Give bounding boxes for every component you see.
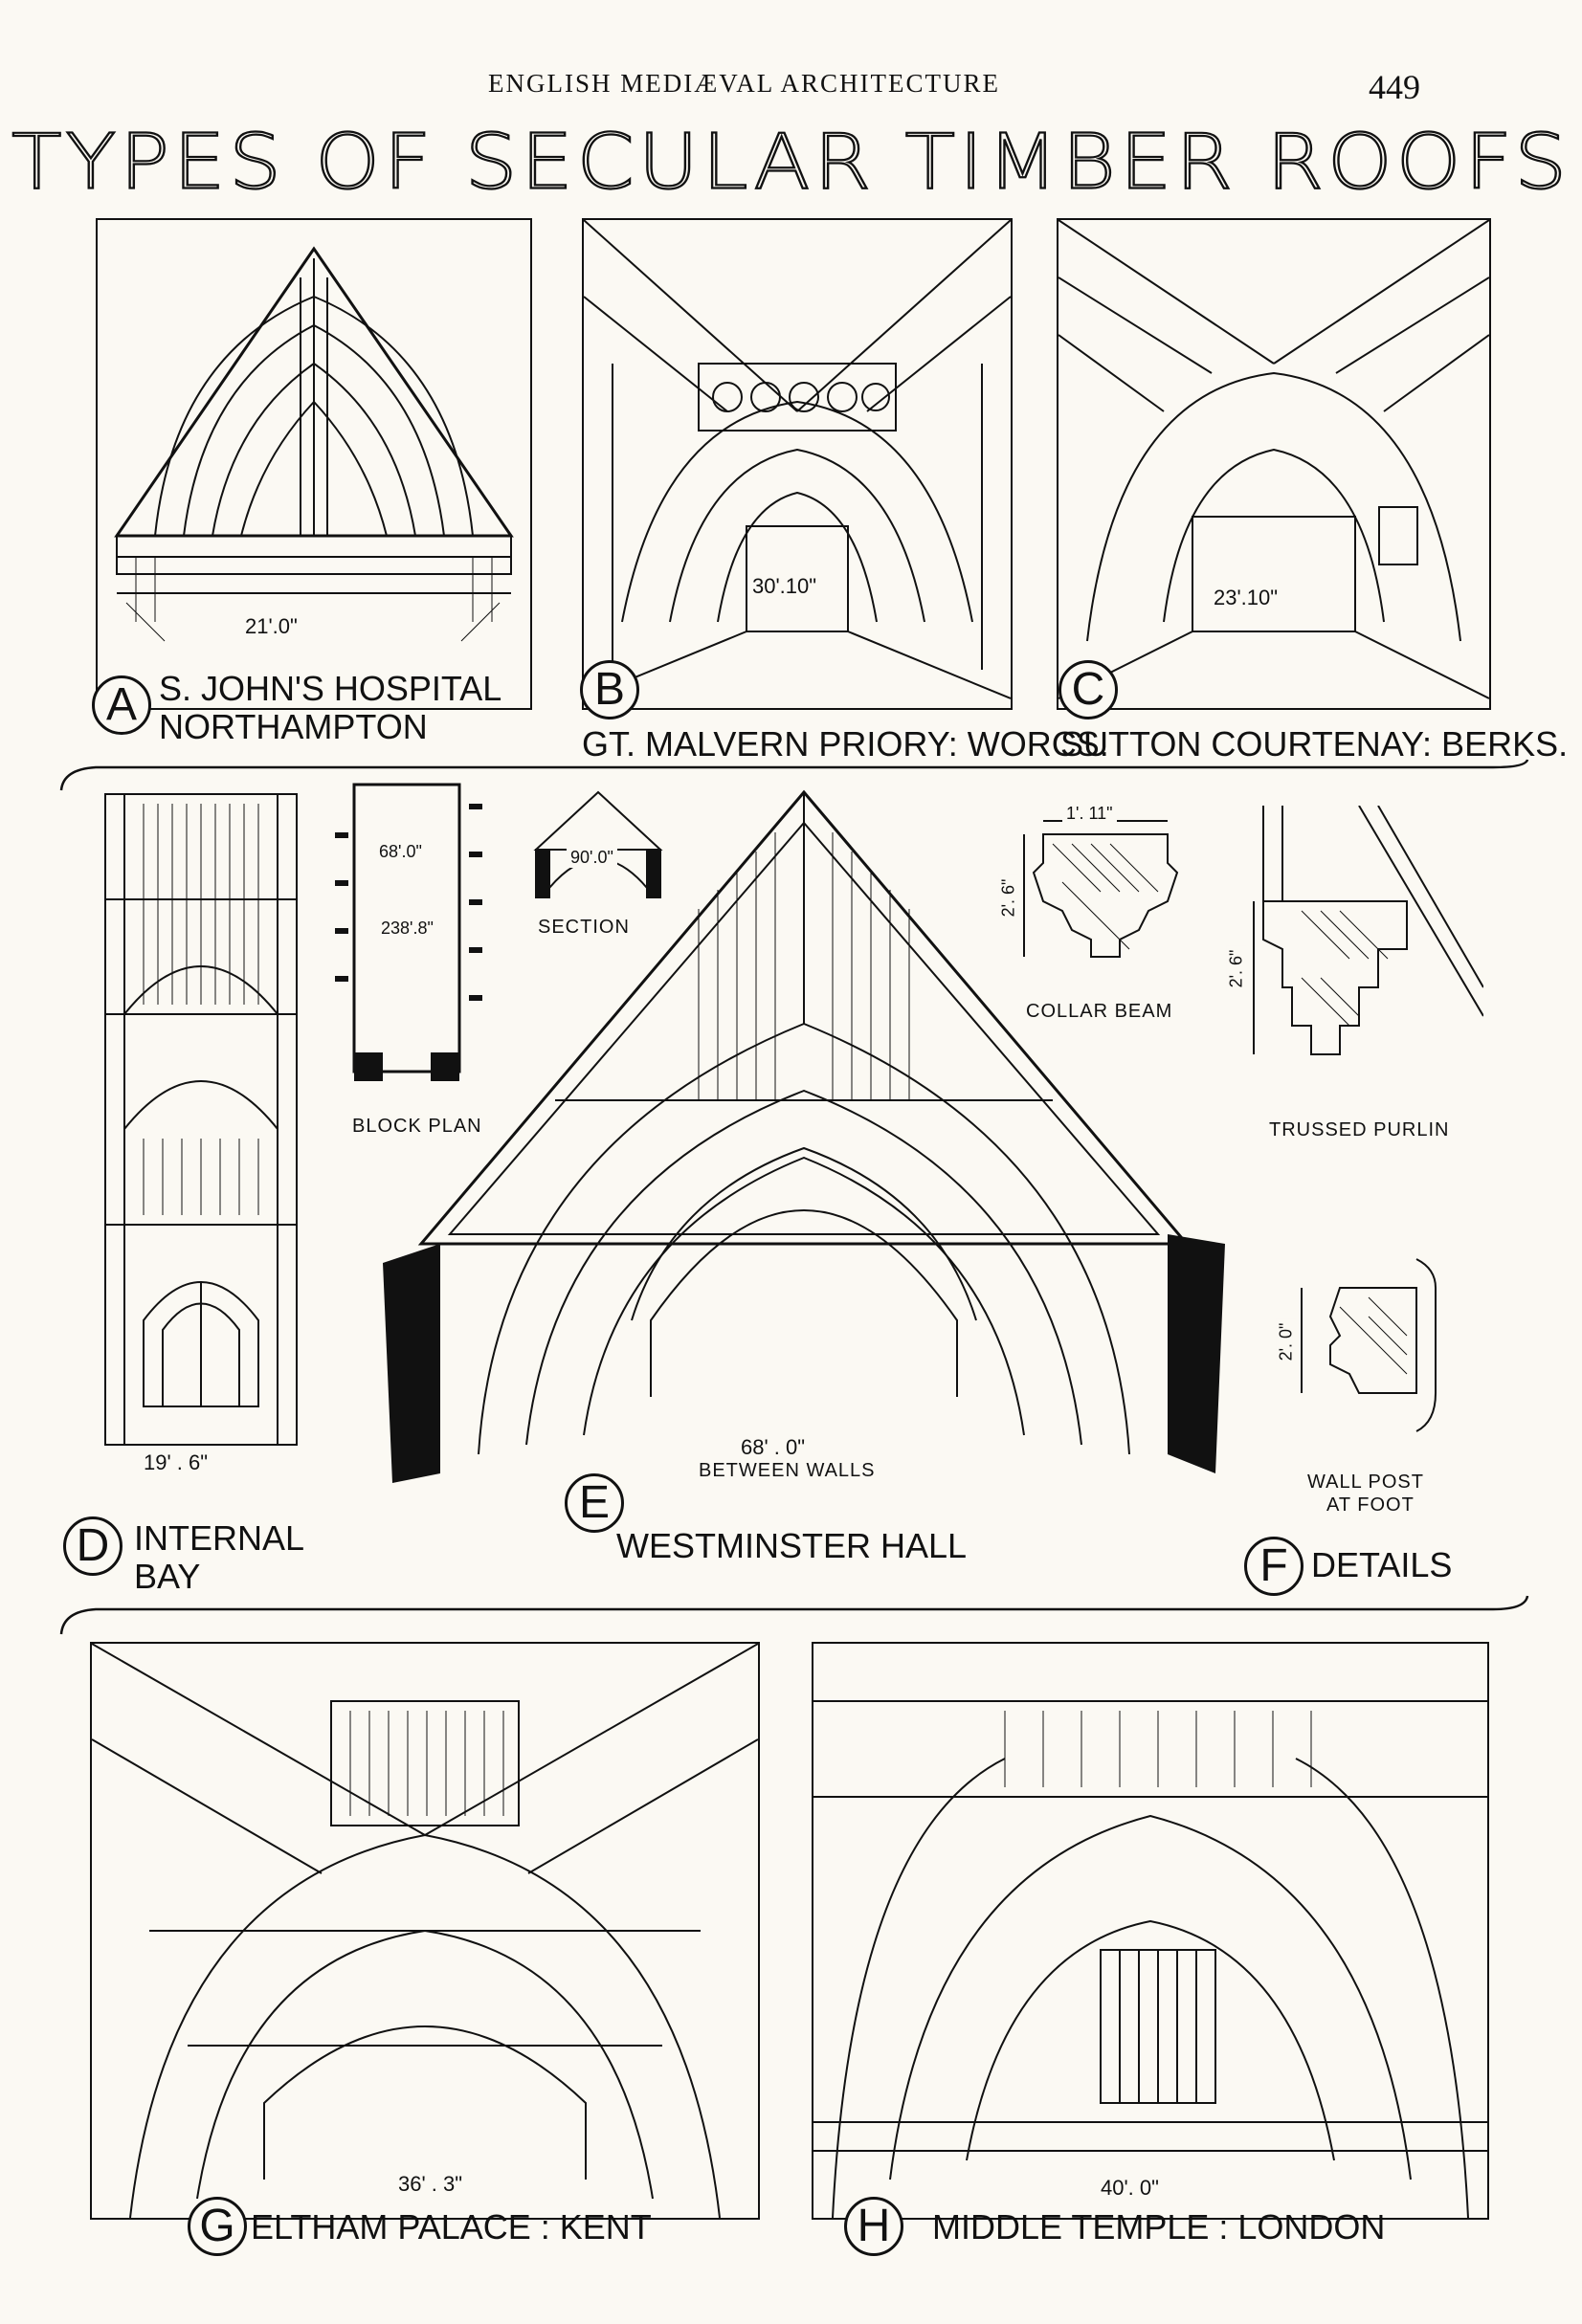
panel-c-letter-wrap: C	[1058, 660, 1118, 719]
block-plan-length: 238'.8"	[377, 919, 437, 939]
panel-b-caption: GT. MALVERN PRIORY: WORCS.	[582, 724, 1109, 764]
panel-h-letter: H	[844, 2197, 903, 2256]
row-divider-top	[59, 759, 1529, 791]
panel-d-letter-wrap: D	[63, 1516, 123, 1576]
eltham-palace-roof-drawing	[92, 1644, 758, 2218]
running-title: ENGLISH MEDIÆVAL ARCHITECTURE	[488, 69, 1000, 98]
panel-g-letter: G	[188, 2197, 247, 2256]
section-height: 90'.0"	[567, 848, 617, 868]
panel-f-letter-wrap: F	[1244, 1537, 1303, 1596]
panel-d-dimension: 19' . 6"	[140, 1450, 212, 1475]
trussed-purlin-label: TRUSSED PURLIN	[1269, 1119, 1450, 1140]
malvern-priory-roof-drawing	[584, 220, 1011, 699]
panel-e-dimension-note: BETWEEN WALLS	[699, 1460, 876, 1481]
panel-f-letter: F	[1244, 1537, 1303, 1596]
collar-beam-height: 2'. 6"	[998, 874, 1019, 921]
panel-e-letter-wrap: E	[565, 1473, 624, 1533]
wall-post-svg	[1301, 1258, 1437, 1432]
block-plan-width: 68'.0"	[375, 842, 426, 862]
middle-temple-roof-drawing	[813, 1700, 1487, 2218]
panel-h-drawing: 40'. 0"	[812, 1642, 1489, 2220]
block-plan-label: BLOCK PLAN	[352, 1116, 482, 1137]
collar-beam-svg	[1023, 820, 1179, 958]
panel-c-letter: C	[1058, 660, 1118, 719]
panel-e-letter: E	[565, 1473, 624, 1533]
panel-h-caption: MIDDLE TEMPLE : LONDON	[932, 2207, 1386, 2247]
panel-b-dimension: 30'.10"	[748, 574, 821, 599]
trussed-purlin-svg	[1253, 805, 1484, 1055]
panel-h-letter-wrap: H	[844, 2197, 903, 2256]
panel-h-dimension: 40'. 0"	[1097, 2176, 1163, 2201]
page-number: 449	[1369, 68, 1420, 106]
st-johns-roof-drawing	[114, 246, 514, 642]
panel-c-dimension: 23'.10"	[1210, 586, 1282, 610]
panel-g-letter-wrap: G	[188, 2197, 247, 2256]
trussed-purlin-drawing: 2'. 6"	[1226, 805, 1484, 1093]
panel-g-drawing: 36' . 3"	[90, 1642, 760, 2220]
panel-d-line1: INTERNAL	[134, 1518, 305, 1558]
wall-post-label-line1: WALL POST	[1307, 1472, 1424, 1493]
block-plan-drawing: 68'.0" 238'.8"	[325, 775, 498, 1091]
panel-a-title-line1: S. JOHN'S HOSPITAL	[159, 669, 502, 708]
section-label: SECTION	[538, 917, 630, 938]
internal-bay-drawing	[104, 793, 298, 1446]
panel-b-letter-wrap: B	[580, 660, 639, 719]
plate-title: TYPES OF SECULAR TIMBER ROOFS	[11, 118, 1571, 208]
panel-a-title-line2: NORTHAMPTON	[159, 707, 428, 746]
wall-post-label-line2: AT FOOT	[1326, 1494, 1415, 1516]
panel-b-drawing: 30'.10"	[582, 218, 1013, 710]
panel-e-caption: WESTMINSTER HALL	[616, 1526, 968, 1565]
panel-g-dimension: 36' . 3"	[394, 2172, 467, 2197]
panel-e-drawing: 68' . 0" BETWEEN WALLS	[383, 785, 1225, 1512]
panel-a-letter: A	[92, 675, 151, 735]
section-drawing: 90'.0"	[517, 783, 680, 907]
sutton-courtenay-roof-drawing	[1058, 220, 1489, 699]
collar-beam-drawing: 1'. 11" 2'. 6"	[998, 796, 1206, 987]
section-svg	[533, 790, 663, 898]
panel-a-caption: A	[92, 675, 151, 735]
westminster-hall-roof-drawing	[383, 789, 1225, 1483]
block-plan-svg	[335, 783, 482, 1081]
row-divider-bottom	[59, 1595, 1529, 1635]
panel-d-drawing: 19' . 6"	[86, 785, 316, 1475]
wall-post-drawing: 2'. 0"	[1273, 1250, 1464, 1441]
wall-post-height: 2'. 0"	[1276, 1318, 1297, 1365]
collar-beam-width: 1'. 11"	[1062, 804, 1117, 824]
panel-a-drawing: 21'.0"	[96, 218, 532, 710]
panel-c-caption: SUTTON COURTENAY: BERKS.	[1060, 724, 1569, 764]
panel-c-drawing: 23'.10"	[1057, 218, 1491, 710]
panel-a-dimension: 21'.0"	[241, 614, 301, 639]
panel-b-letter: B	[580, 660, 639, 719]
panel-e-dimension: 68' . 0"	[737, 1435, 810, 1460]
trussed-purlin-height: 2'. 6"	[1226, 945, 1247, 992]
panel-d-letter: D	[63, 1516, 123, 1576]
collar-beam-label: COLLAR BEAM	[1026, 1001, 1173, 1022]
panel-f-caption: DETAILS	[1311, 1545, 1453, 1584]
panel-d-line2: BAY	[134, 1557, 201, 1596]
panel-g-caption: ELTHAM PALACE : KENT	[251, 2207, 652, 2247]
